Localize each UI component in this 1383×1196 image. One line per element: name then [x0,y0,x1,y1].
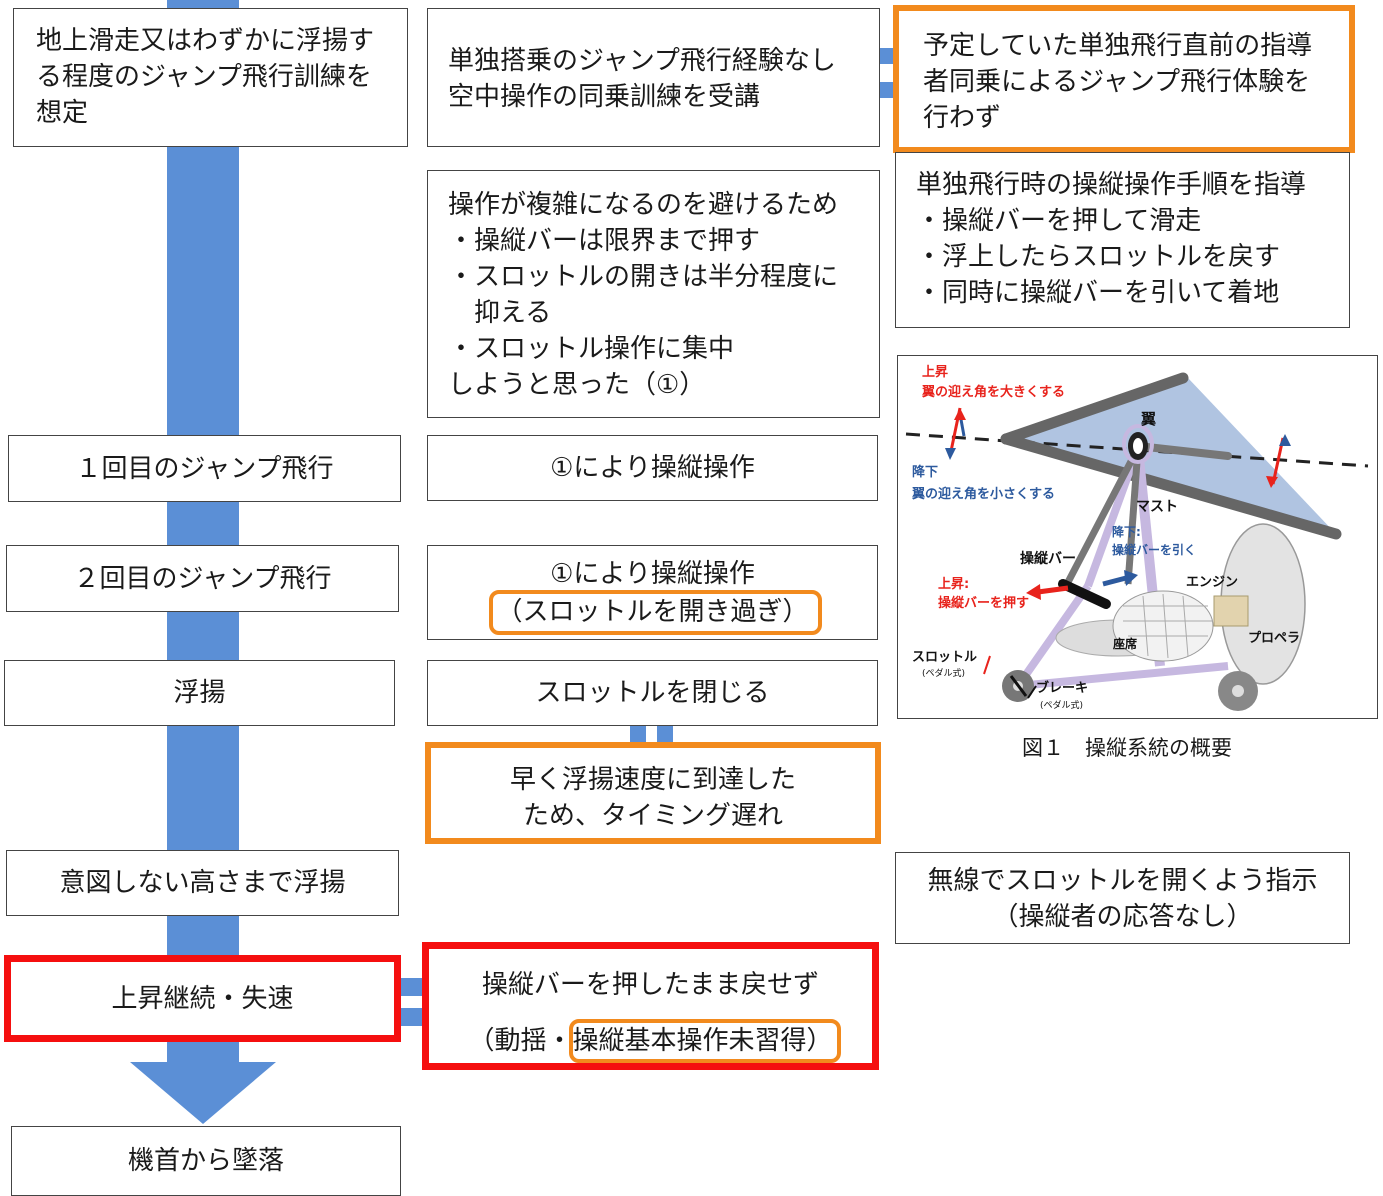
flow-box-training-assumption: 地上滑走又はわずかに浮揚す る程度のジャンプ飛行訓練を 想定 [13,8,408,147]
wing-leading-edge [1000,372,1189,445]
box-text: スロットルを閉じる [535,678,770,708]
label-brake-type: (ペダル式) [1040,699,1083,711]
control-frame-right [1124,447,1142,585]
throttle-arrow [983,655,991,675]
flow-box-unintended-height: 意図しない高さまで浮揚 [6,850,399,916]
info-box-no-solo-experience: 単独搭乗のジャンプ飛行経験なし 空中操作の同乗訓練を受講 [427,8,880,147]
flow-box-climb-stall: 上昇継続・失速 [4,955,401,1042]
highlight-throttle-overopen [489,590,822,635]
line2-suffix: ） [806,1026,833,1056]
box-text: 上昇継続・失速 [111,984,294,1014]
engine [1213,595,1249,627]
flow-box-second-jump: ２回目のジャンプ飛行 [6,545,399,612]
label-bar-up: 上昇: [938,577,969,592]
label-throttle-type: (ペダル式) [922,667,965,679]
info-box-second-operation: ①により操縦操作 （スロットルを開き過ぎ） [427,545,878,640]
control-system-figure: 上昇 翼の迎え角を大きくする 降下 翼の迎え角を小さくする 翼 マスト 降下: … [897,355,1378,719]
info-box-radio-instruction: 無線でスロットルを開くよう指示 （操縦者の応答なし） [895,852,1350,944]
box-text: ２回目のジャンプ飛行 [73,564,332,594]
figure-caption: 図１ 操縦系統の概要 [1022,736,1232,760]
nose-up-arrowhead [954,408,966,420]
info-box-no-instructor-jump: 予定していた単独飛行直前の指導 者同乗によるジャンプ飛行体験を 行わず [893,5,1355,153]
nose-down-arrowhead [945,448,956,460]
box-text: ①により操縦操作 [550,453,755,483]
label-up: 上昇 [922,365,948,380]
wing-sail [1006,378,1336,534]
highlight-basic-skill [569,1019,841,1063]
connector-m5-m6-a [630,726,646,744]
pull-arrow [1102,575,1127,587]
wing-keel [1000,433,1342,540]
box-text: 予定していた単独飛行直前の指導 者同乗によるジャンプ飛行体験を 行わず [923,31,1313,133]
connector-b6-m7-a [400,978,424,996]
label-brake: ブレーキ [1036,680,1088,696]
label-down: 降下 [912,464,938,480]
label-bar-down-desc: 操縦バーを引く [1112,542,1196,557]
hang-ring [1122,424,1154,464]
line2-prefix: （動揺・ [468,1026,573,1056]
connector-m1-r1-a [879,48,895,64]
control-frame-left [1062,446,1142,588]
label-mast: マスト [1136,499,1178,515]
box-text: １回目のジャンプ飛行 [75,454,334,484]
box-text-line1: 操縦バーを押したまま戻せず [481,970,820,1000]
hang-point-inner [1133,438,1143,454]
flow-box-liftoff: 浮揚 [4,660,395,726]
box-text: 機首から墜落 [127,1146,284,1176]
brake-leader [1027,685,1037,699]
keel-frame [1017,662,1229,690]
info-box-close-throttle: スロットルを閉じる [427,660,878,726]
info-box-bar-not-returned: 操縦バーを押したまま戻せず （動揺・操縦基本操作未習得） [422,942,879,1070]
label-up-desc: 翼の迎え角を大きくする [921,384,1065,400]
trike-illustration: 上昇 翼の迎え角を大きくする 降下 翼の迎え角を小さくする 翼 マスト 降下: … [905,365,1369,711]
line2-highlight: 操縦基本操作未習得 [572,1026,807,1056]
connector-b6-m7-b [400,1008,424,1026]
control-bar [1058,579,1111,609]
connector-m5-m6-b [657,726,673,744]
push-arrowhead [1026,584,1041,600]
flow-arrow-head [130,1062,276,1124]
pedal-marker [1009,675,1028,697]
box-text: 早く浮揚速度に到達した ため、タイミング遅れ [509,765,796,831]
pull-arrowhead [1124,570,1138,586]
info-box-first-operation: ①により操縦操作 [427,435,878,501]
label-propeller: プロペラ [1248,631,1300,646]
flow-box-first-jump: １回目のジャンプ飛行 [8,435,401,502]
push-arrow [1037,585,1069,595]
rear-hub [1232,685,1244,697]
seat-mesh [1123,593,1213,659]
box-text: 単独搭乗のジャンプ飛行経験なし 空中操作の同乗訓練を受講 [448,46,836,112]
label-control-bar: 操縦バー [1020,550,1076,567]
box-text-line2: （スロットルを開き過ぎ） [496,597,809,627]
label-bar-down: 降下: [1112,524,1141,539]
info-box-solo-procedure: 単独飛行時の操縦操作手順を指導 ・操縦バーを押して滑走 ・浮上したらスロットルを… [895,152,1350,328]
info-box-operation-plan: 操作が複雑になるのを避けるため ・操縦バーは限界まで押す ・スロットルの開きは半… [427,170,880,418]
label-throttle: スロットル [912,650,977,665]
label-engine: エンジン [1186,575,1238,590]
label-down-desc: 翼の迎え角を小さくする [911,486,1055,502]
connector-m1-r1-b [879,82,895,98]
box-text-line1: ①により操縦操作 [550,559,755,589]
box-text: 地上滑走又はわずかに浮揚す る程度のジャンプ飛行訓練を 想定 [36,26,375,128]
label-seat: 座席 [1112,636,1137,651]
tail-down-arrowhead [1266,476,1278,488]
info-box-timing-delay: 早く浮揚速度に到達した ため、タイミング遅れ [425,742,881,844]
seat-back [1112,590,1214,662]
box-text: 操作が複雑になるのを避けるため ・操縦バーは限界まで押す ・スロットルの開きは半… [448,190,839,400]
front-fork [1014,583,1092,689]
box-text-line2: （動揺・操縦基本操作未習得） [429,1023,872,1059]
box-text: 浮揚 [173,678,226,708]
box-text: 意図しない高さまで浮揚 [59,868,346,898]
label-bar-up-desc: 操縦バーを押す [938,595,1029,611]
label-wing: 翼 [1140,410,1156,428]
tail-up-arrowhead [1279,434,1291,446]
box-text: 無線でスロットルを開くよう指示 （操縦者の応答なし） [927,866,1318,932]
flow-box-nose-crash: 機首から墜落 [11,1126,401,1196]
box-text: 単独飛行時の操縦操作手順を指導 ・操縦バーを押して滑走 ・浮上したらスロットルを… [916,170,1307,308]
